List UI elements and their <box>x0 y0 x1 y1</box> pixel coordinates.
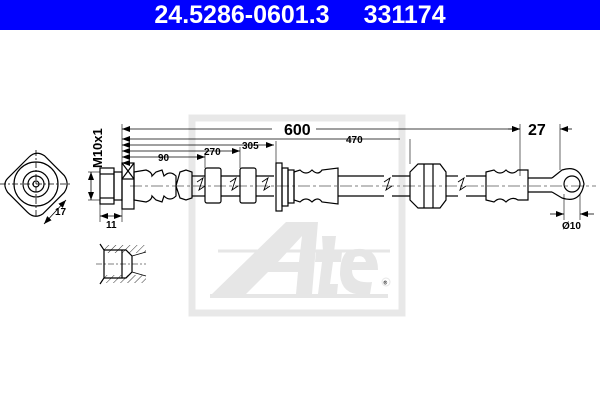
dim-90: 90 <box>158 153 170 164</box>
dim-eye-diameter: Ø10 <box>562 221 581 232</box>
dim-270: 270 <box>204 147 221 158</box>
end-view <box>0 150 72 225</box>
port-detail <box>96 243 147 285</box>
dim-thread: M10x1 <box>90 128 105 168</box>
registered-mark: ® <box>384 280 388 287</box>
dim-11: 11 <box>106 220 117 231</box>
left-fitting <box>88 162 135 222</box>
break-marks <box>196 176 467 192</box>
dim-27: 27 <box>528 122 546 139</box>
ate-watermark: ® <box>188 114 406 317</box>
reference-number: 331174 <box>363 1 446 29</box>
header-bar: 24.5286-0601.3 331174 <box>0 0 600 30</box>
dimension-lines <box>121 124 594 220</box>
technical-drawing: ® <box>0 114 596 317</box>
dim-305: 305 <box>242 141 259 152</box>
hose-body <box>130 162 596 212</box>
dim-470: 470 <box>346 135 363 146</box>
dim-600: 600 <box>284 122 311 139</box>
dim-17: 17 <box>55 207 67 218</box>
part-number: 24.5286-0601.3 <box>154 1 330 29</box>
